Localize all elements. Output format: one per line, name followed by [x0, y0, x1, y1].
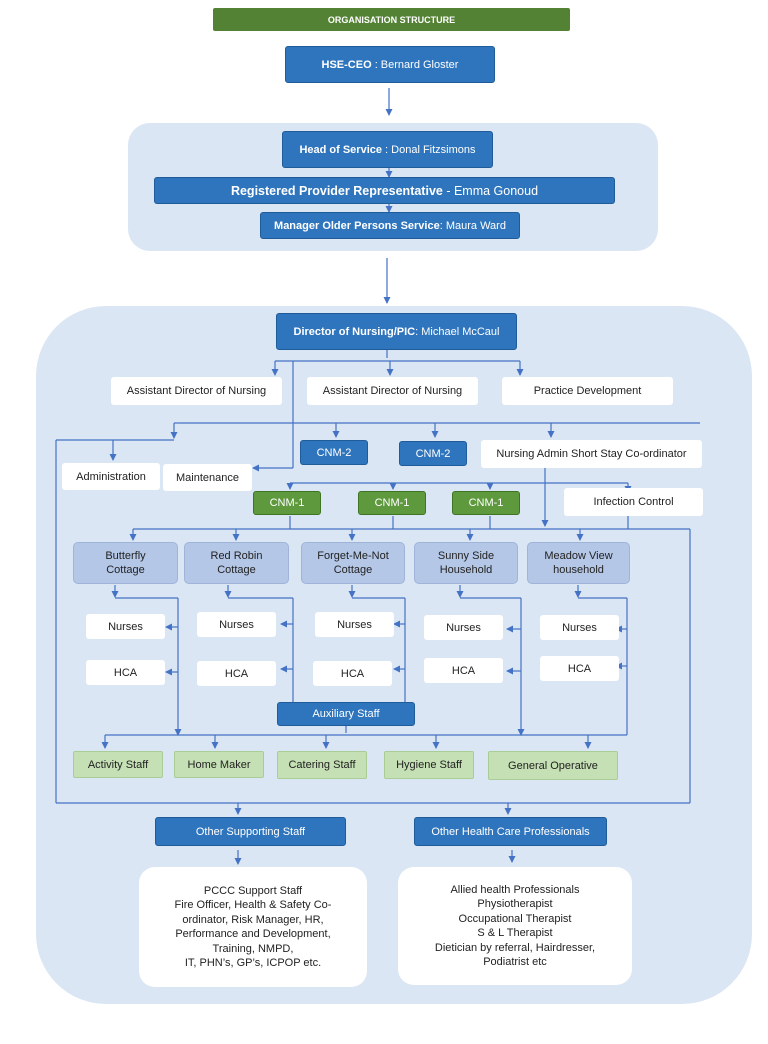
other-hcp-box: Other Health Care Professionals — [414, 817, 607, 846]
manager-older-persons-role: Manager Older Persons Service — [274, 219, 440, 232]
unit-name-line2: Cottage — [217, 564, 256, 576]
director-nursing-name: : Michael McCaul — [415, 325, 500, 338]
cnm2-box-a: CNM-2 — [300, 440, 368, 465]
unit-name-line1: Butterfly — [105, 550, 146, 562]
head-of-service-name: : Donal Fitzsimons — [382, 143, 476, 156]
hcp-line: Occupational Therapist — [458, 912, 572, 925]
meadow-view-hca: HCA — [540, 656, 619, 681]
hygiene-staff-box: Hygiene Staff — [384, 751, 474, 779]
ceo-name: : Bernard Gloster — [371, 58, 459, 71]
sunny-side-hca: HCA — [424, 658, 503, 683]
ceo-role: HSE-CEO — [321, 58, 372, 71]
hcp-line: Allied health Professionals — [450, 883, 580, 896]
unit-name-line2: household — [553, 564, 604, 576]
auxiliary-staff-box: Auxiliary Staff — [277, 702, 415, 726]
activity-staff-box: Activity Staff — [73, 751, 163, 778]
cnm1-box-c: CNM-1 — [452, 491, 520, 515]
adn-box-1: Assistant Director of Nursing — [111, 377, 282, 405]
support-line: Training, NMPD, — [212, 942, 294, 955]
infection-control-box: Infection Control — [564, 488, 703, 516]
registered-provider-box: Registered Provider Representative - Emm… — [154, 177, 615, 204]
support-line: IT, PHN’s, GP’s, ICPOP etc. — [184, 957, 322, 969]
unit-meadow-view-household: Meadow View household — [527, 542, 630, 584]
unit-name-line1: Sunny Side — [437, 550, 495, 562]
general-operative-box: General Operative — [488, 751, 618, 780]
red-robin-hca: HCA — [197, 661, 276, 686]
registered-provider-name: - Emma Gonoud — [442, 183, 539, 198]
director-nursing-role: Director of Nursing/PIC — [293, 325, 416, 338]
forget-me-not-nurses: Nurses — [315, 612, 394, 637]
director-nursing-box: Director of Nursing/PIC: Michael McCaul — [276, 313, 517, 350]
sunny-side-nurses: Nurses — [424, 615, 503, 640]
support-line: PCCC Support Staff — [203, 884, 303, 897]
ceo-box: HSE-CEO : Bernard Gloster — [285, 46, 495, 83]
nursing-admin-box: Nursing Admin Short Stay Co-ordinator — [481, 440, 702, 468]
red-robin-nurses: Nurses — [197, 612, 276, 637]
forget-me-not-hca: HCA — [313, 661, 392, 686]
support-staff-list: PCCC Support Staff Fire Officer, Health … — [139, 867, 367, 987]
other-supporting-staff-box: Other Supporting Staff — [155, 817, 346, 846]
administration-box: Administration — [62, 463, 160, 490]
unit-name-line2: Household — [439, 564, 493, 576]
head-of-service-role: Head of Service — [299, 143, 382, 156]
adn-box-2: Assistant Director of Nursing — [307, 377, 478, 405]
hcp-line: S & L Therapist — [477, 927, 553, 939]
chart-title: ORGANISATION STRUCTURE — [213, 8, 570, 31]
support-line: Performance and Development, — [175, 928, 331, 940]
cnm1-box-a: CNM-1 — [253, 491, 321, 515]
hcp-line: Physiotherapist — [477, 898, 553, 910]
cnm2-box-b: CNM-2 — [399, 441, 467, 466]
home-maker-box: Home Maker — [174, 751, 264, 778]
unit-name-line1: Forget-Me-Not — [317, 550, 389, 562]
meadow-view-nurses: Nurses — [540, 615, 619, 640]
maintenance-box: Maintenance — [163, 464, 252, 491]
practice-development-box: Practice Development — [502, 377, 673, 405]
manager-older-persons-box: Manager Older Persons Service: Maura War… — [260, 212, 520, 239]
support-line: Fire Officer, Health & Safety Co- — [174, 899, 332, 911]
hcp-line: Podiatrist etc — [483, 956, 547, 968]
registered-provider-role: Registered Provider Representative — [230, 183, 443, 198]
hcp-line: Dietician by referral, Hairdresser, — [434, 941, 596, 954]
unit-name-line2: Cottage — [106, 564, 145, 576]
butterfly-hca: HCA — [86, 660, 165, 685]
manager-older-persons-name: : Maura Ward — [439, 219, 506, 232]
hcp-list: Allied health Professionals Physiotherap… — [398, 867, 632, 985]
cnm1-box-b: CNM-1 — [358, 491, 426, 515]
unit-name-line1: Meadow View — [544, 550, 613, 562]
butterfly-nurses: Nurses — [86, 614, 165, 639]
catering-staff-box: Catering Staff — [277, 751, 367, 779]
unit-name-line2: Cottage — [333, 564, 373, 576]
head-of-service-box: Head of Service : Donal Fitzsimons — [282, 131, 493, 168]
support-line: ordinator, Risk Manager, HR, — [182, 913, 324, 926]
unit-name-line1: Red Robin — [210, 550, 263, 562]
